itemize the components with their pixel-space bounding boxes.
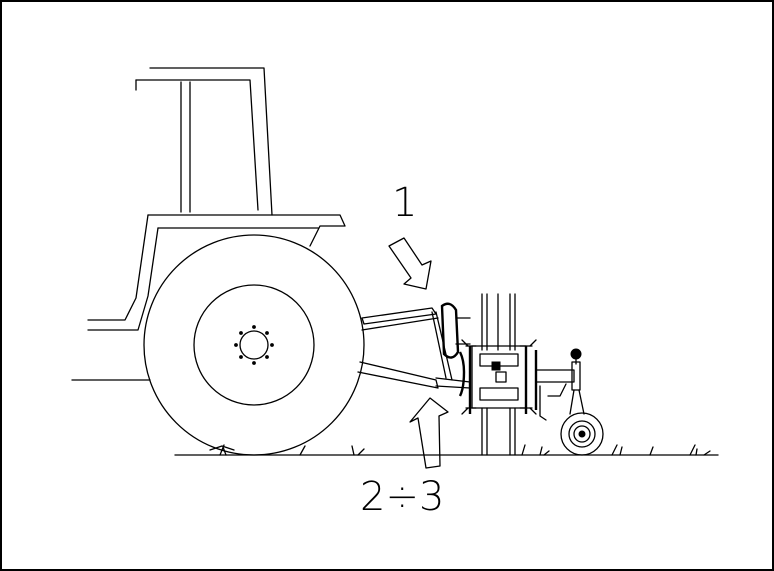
tractor-rear-wheel [143, 234, 365, 456]
arrow-1 [388, 237, 432, 290]
gauge-wheel [560, 412, 604, 456]
implement-frame [535, 348, 585, 421]
ground [174, 444, 719, 456]
three-point-linkage [357, 307, 471, 389]
tractor-body [71, 214, 346, 381]
tractor-cab [135, 67, 273, 216]
implement-gearbox [461, 339, 538, 415]
implement-vertical-shafts [481, 293, 516, 456]
label-1: 1 [392, 180, 417, 226]
pto-disks [440, 302, 472, 414]
arrow-2-3 [409, 397, 449, 469]
label-2-3: 2÷3 [360, 474, 444, 520]
